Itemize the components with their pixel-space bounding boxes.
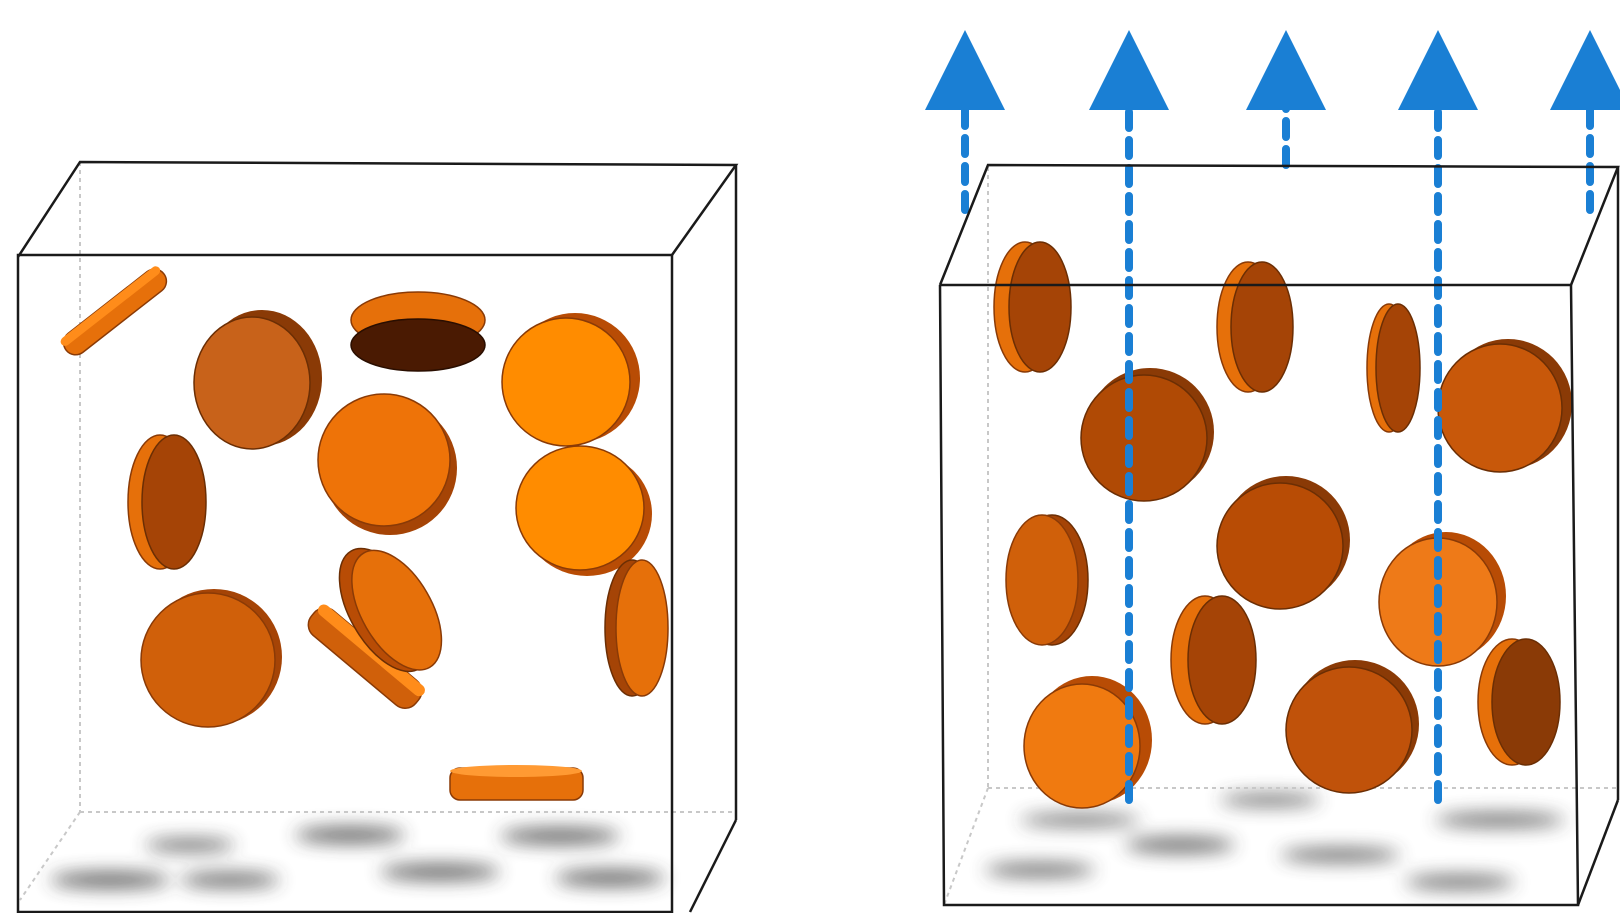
right-panel (925, 30, 1620, 907)
floor-shadow (1020, 814, 1140, 826)
floor-shadow (295, 827, 405, 843)
disc (338, 547, 443, 673)
disc (993, 241, 1072, 373)
left-floor-shadows (50, 827, 665, 888)
disc (350, 291, 486, 372)
floor-shadow (555, 870, 665, 886)
disc (127, 434, 207, 570)
floor-shadow (1435, 813, 1565, 827)
floor-shadow (1405, 875, 1515, 889)
disc (501, 313, 640, 447)
left-box-hidden-edges (19, 162, 735, 901)
right-discs (993, 241, 1572, 809)
disc (515, 445, 652, 576)
disc (1216, 476, 1350, 610)
floor-shadow (380, 864, 500, 880)
disc (1005, 514, 1089, 646)
disc (1023, 676, 1152, 809)
left-box-edges (16, 160, 739, 913)
floor-shadow (1125, 837, 1235, 853)
disc (60, 266, 168, 356)
floor-shadow (1220, 794, 1320, 806)
field-arrows (925, 30, 1620, 804)
disc (1080, 368, 1214, 502)
floor-shadow (985, 863, 1095, 877)
disc (1378, 532, 1506, 667)
left-panel (16, 160, 739, 913)
disc (193, 310, 322, 450)
floor-shadow (500, 828, 620, 844)
floor-shadow (180, 873, 280, 887)
floor-shadow (1280, 848, 1400, 862)
disc (140, 589, 282, 728)
right-floor-shadows (985, 794, 1565, 889)
disc (604, 559, 669, 697)
disc (1285, 660, 1419, 794)
disc (317, 393, 457, 535)
disc (1366, 303, 1421, 433)
floor-shadow (50, 872, 170, 888)
disc (1216, 261, 1294, 393)
disc (1437, 339, 1572, 473)
disc (449, 765, 584, 801)
floor-shadow (145, 839, 235, 851)
left-discs (60, 266, 669, 801)
disc (1477, 638, 1561, 766)
disc (1170, 595, 1257, 725)
right-box-edges (938, 163, 1620, 907)
